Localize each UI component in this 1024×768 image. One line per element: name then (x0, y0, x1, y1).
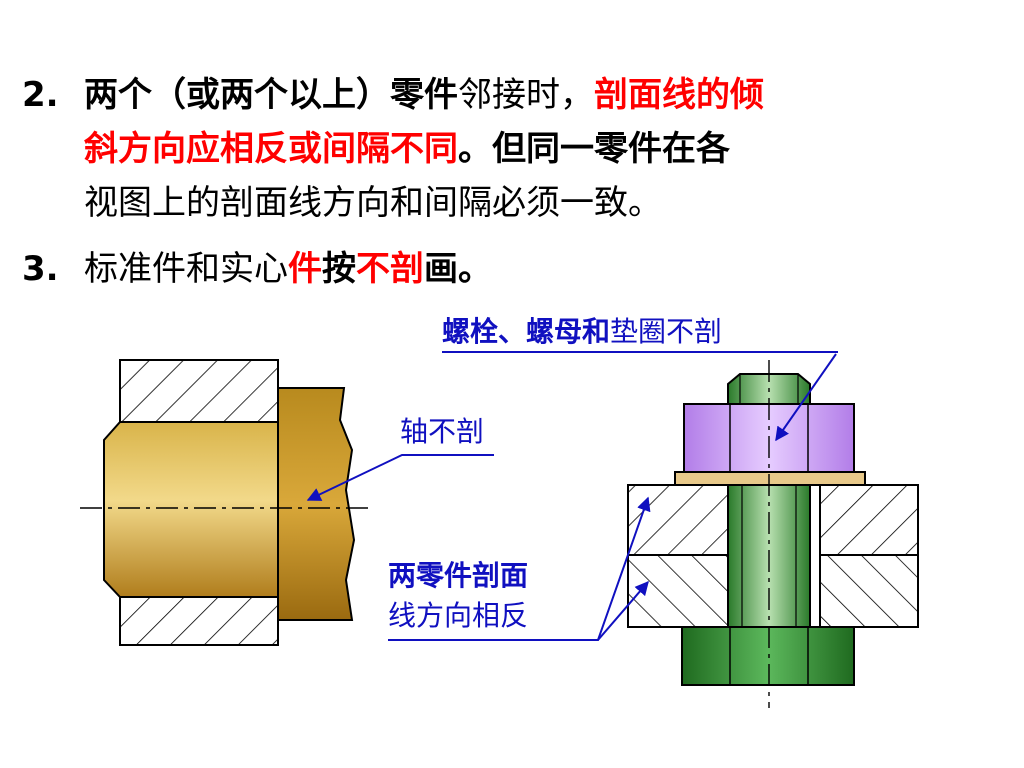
washer (674, 471, 866, 486)
rule3-line: 标准件和实心件按不剖画。 (84, 246, 492, 292)
rule2-line2-a: 斜方向应相反或间隔不同 (84, 129, 458, 169)
rule3-b: 件 (288, 249, 322, 289)
label-bolt-nut-a: 螺栓、螺母和 (442, 315, 611, 348)
rule3-number: 3. (22, 249, 59, 289)
plate-upper-left (627, 484, 729, 556)
leader-nut (775, 353, 837, 442)
label-parts-line1: 两零件剖面 (388, 559, 529, 592)
shaft-assembly (80, 359, 372, 646)
plate-lower-left (627, 554, 729, 628)
rule3-c: 按 (322, 249, 356, 289)
rule3-e: 画。 (424, 249, 492, 289)
rule2-line3: 视图上的剖面线方向和间隔必须一致。 (84, 183, 662, 223)
housing-upper (119, 359, 279, 423)
shaft-body (103, 421, 279, 598)
rule3-a: 标准件和实心 (84, 249, 288, 289)
rule2-line2: 斜方向应相反或间隔不同。但同一零件在各 (84, 126, 730, 172)
plate-upper-right (819, 484, 919, 556)
plate-lower-right (819, 554, 919, 628)
rule2-line2-b: 。但同一零件在各 (458, 129, 730, 169)
rule2-line1-c: 剖面线的倾 (594, 75, 764, 115)
housing-lower (119, 596, 279, 646)
bolt-head (681, 626, 855, 686)
bolt-assembly (627, 360, 919, 708)
leader-lines (306, 351, 838, 641)
shaft-end-section (277, 387, 356, 621)
label-bolt-nut-b: 垫圈不剖 (610, 315, 723, 348)
label-shaft-not-sectioned: 轴不剖 (400, 415, 485, 448)
rule2-line1-a: 两个（或两个以上）零件 (84, 75, 458, 115)
label-parts-line2: 线方向相反 (388, 599, 529, 632)
rule2-line1-b: 邻接时， (458, 75, 594, 115)
label-bolt-nut-washer: 螺栓、螺母和垫圈不剖 (442, 314, 722, 350)
leader-parts-2 (597, 580, 649, 641)
leader-shaft (306, 454, 494, 501)
rule2-number: 2. (22, 75, 59, 115)
rule2-line1: 两个（或两个以上）零件邻接时，剖面线的倾 (84, 72, 764, 118)
rule3-d: 不剖 (356, 249, 424, 289)
